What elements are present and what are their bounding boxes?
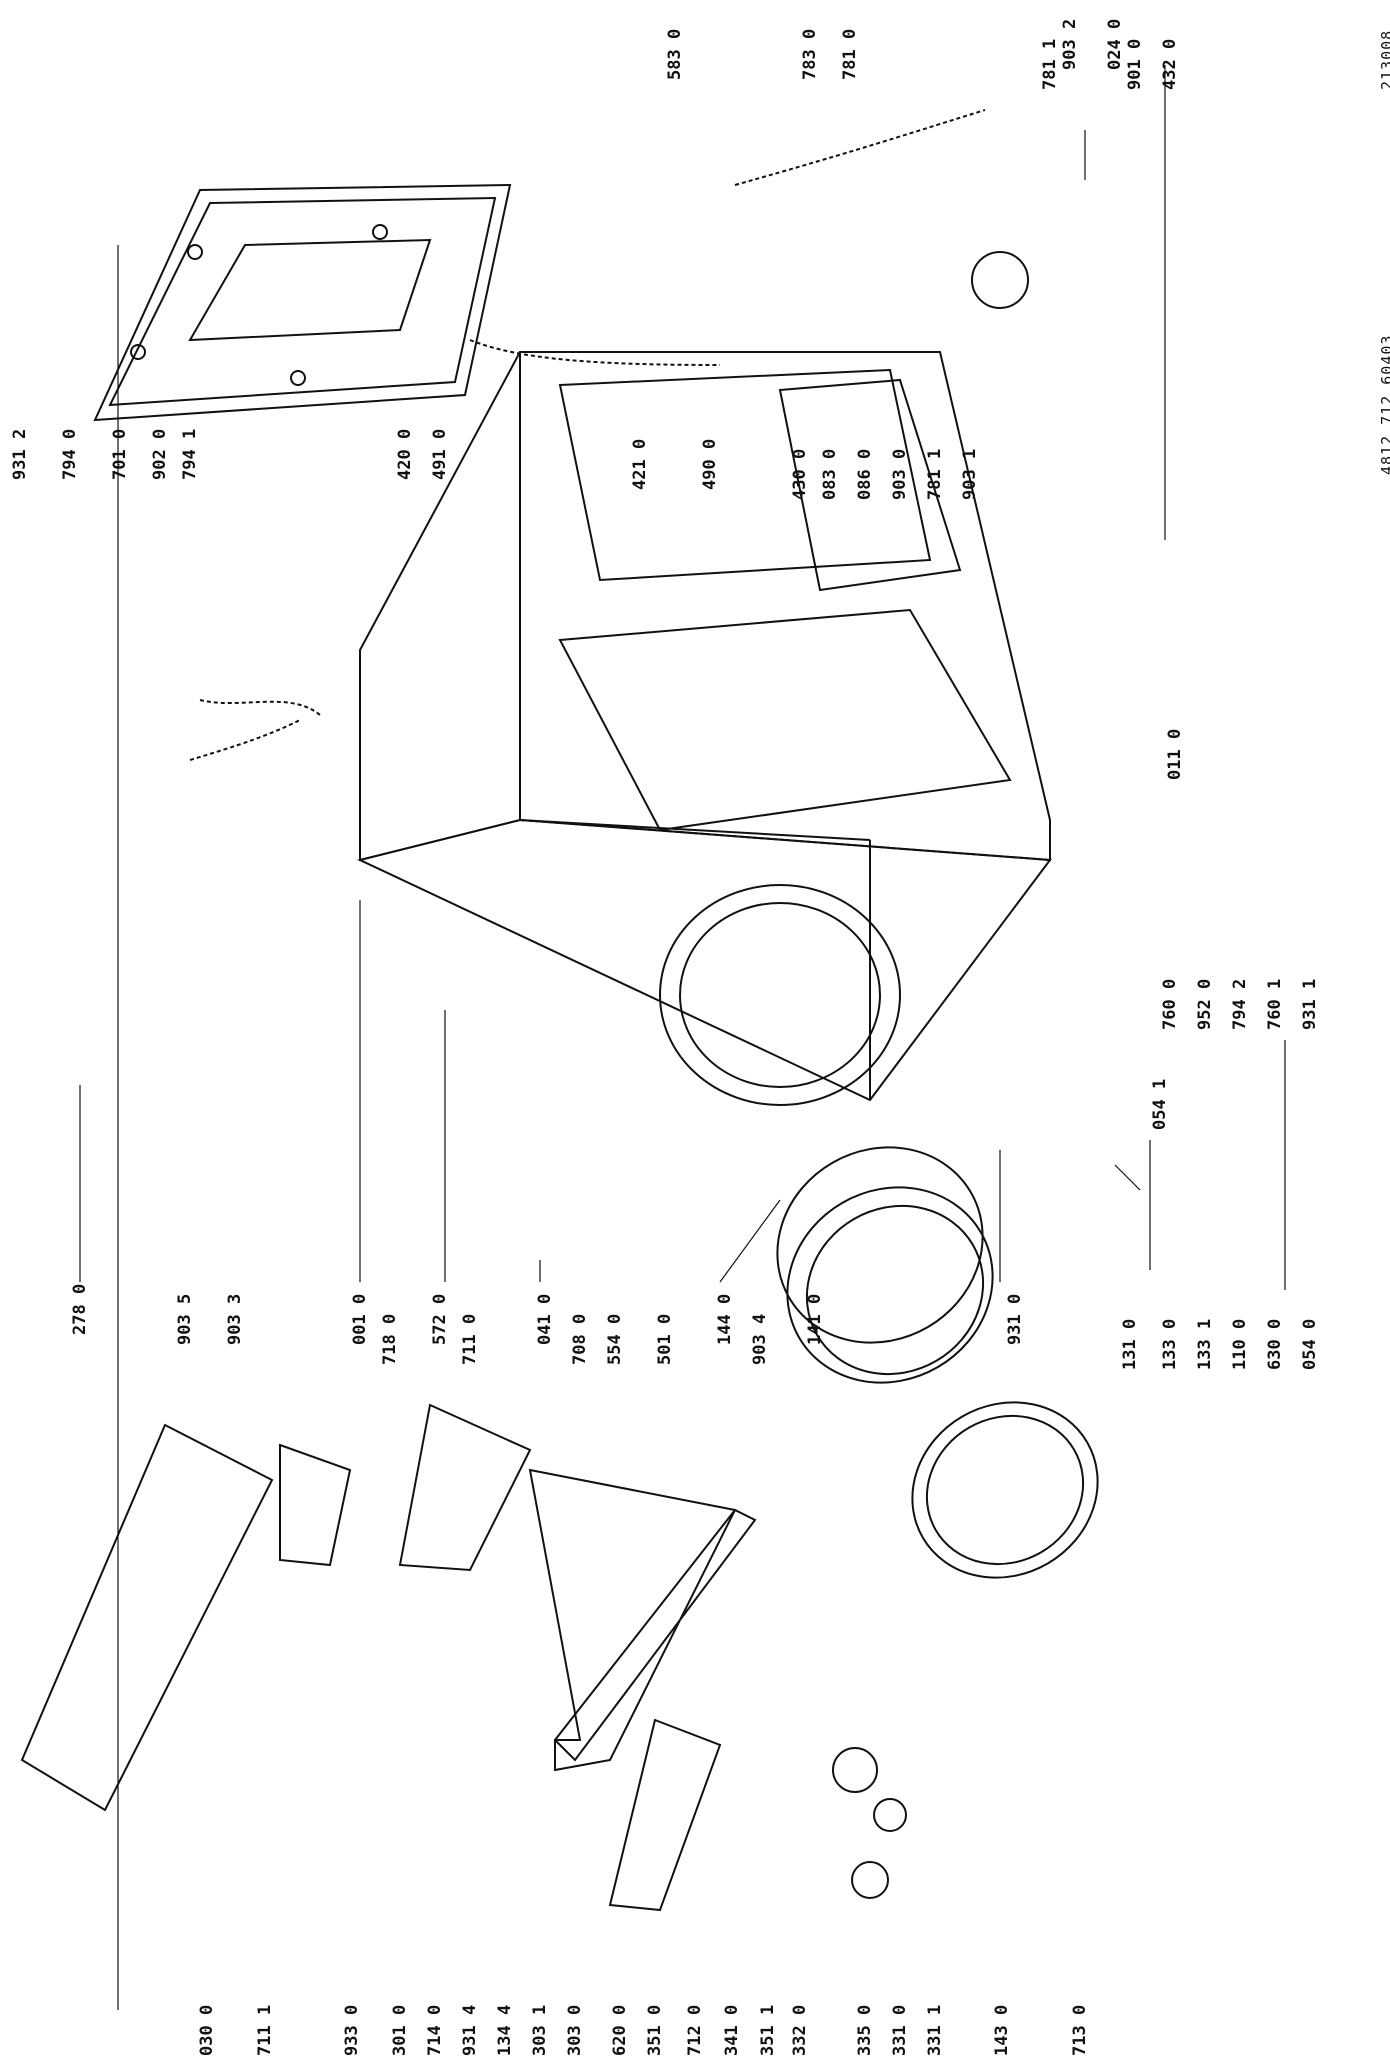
callout-712-0: 712 0 — [685, 2004, 705, 2056]
callout-711-1: 711 1 — [255, 2004, 275, 2056]
callout-902-0: 902 0 — [150, 428, 170, 480]
power-cord — [469, 339, 721, 366]
callout-760-1: 760 1 — [1265, 978, 1285, 1030]
dispenser-lid — [279, 1443, 352, 1567]
control-panel — [528, 1468, 737, 1772]
callout-301-0: 301 0 — [390, 2004, 410, 2056]
callout-054-1: 054 1 — [1150, 1078, 1170, 1130]
callout-331-1: 331 1 — [925, 2004, 945, 2056]
callout-332-0: 332 0 — [790, 2004, 810, 2056]
callout-903-0: 903 0 — [890, 448, 910, 500]
callout-572-0: 572 0 — [430, 1293, 450, 1345]
callout-903-5: 903 5 — [175, 1293, 195, 1345]
part-number: 4812 712 60403 — [1378, 334, 1390, 475]
callout-303-0: 303 0 — [565, 2004, 585, 2056]
callout-931-2: 931 2 — [10, 428, 30, 480]
callout-144-0: 144 0 — [715, 1293, 735, 1345]
knob-1 — [832, 1747, 878, 1793]
callout-490-0: 490 0 — [700, 438, 720, 490]
knob-2 — [873, 1798, 907, 1832]
door-rings — [776, 1146, 1099, 1579]
callout-420-0: 420 0 — [395, 428, 415, 480]
callout-794-2: 794 2 — [1230, 978, 1250, 1030]
callout-903-1: 903 1 — [960, 448, 980, 500]
callout-794-0: 794 0 — [60, 428, 80, 480]
worktop-panel — [20, 1423, 274, 1812]
callout-903-4: 903 4 — [750, 1313, 770, 1365]
callout-054-0: 054 0 — [1300, 1318, 1320, 1370]
callout-933-0: 933 0 — [342, 2004, 362, 2056]
callout-901-0: 901 0 — [1125, 38, 1145, 90]
cabinet-back-panels — [558, 368, 962, 592]
callout-278-0: 278 0 — [70, 1283, 90, 1335]
dispenser-housing — [398, 1403, 532, 1572]
callout-421-0: 421 0 — [630, 438, 650, 490]
callout-952-0: 952 0 — [1195, 978, 1215, 1030]
callout-133-1: 133 1 — [1195, 1318, 1215, 1370]
callout-303-1: 303 1 — [530, 2004, 550, 2056]
callout-711-0: 711 0 — [460, 1313, 480, 1365]
detergent-drawer — [608, 1718, 722, 1912]
callout-708-0: 708 0 — [570, 1313, 590, 1365]
callout-620-0: 620 0 — [610, 2004, 630, 2056]
callout-110-0: 110 0 — [1230, 1318, 1250, 1370]
callout-001-0: 001 0 — [350, 1293, 370, 1345]
callout-030-0: 030 0 — [197, 2004, 217, 2056]
callout-794-1: 794 1 — [180, 428, 200, 480]
callout-701-0: 701 0 — [110, 428, 130, 480]
callout-714-0: 714 0 — [425, 2004, 445, 2056]
callout-931-1: 931 1 — [1300, 978, 1320, 1030]
callout-432-0: 432 0 — [1160, 38, 1180, 90]
callout-024-0: 024 0 — [1105, 18, 1125, 70]
top-cover — [93, 183, 512, 422]
callout-351-0: 351 0 — [645, 2004, 665, 2056]
callout-713-0: 713 0 — [1070, 2004, 1090, 2056]
callout-086-0: 086 0 — [855, 448, 875, 500]
callout-331-0: 331 0 — [890, 2004, 910, 2056]
callout-041-0: 041 0 — [535, 1293, 555, 1345]
callout-335-0: 335 0 — [855, 2004, 875, 2056]
fill-hose — [189, 719, 301, 761]
callout-783-0: 783 0 — [800, 28, 820, 80]
callout-760-0: 760 0 — [1160, 978, 1180, 1030]
callout-341-0: 341 0 — [722, 2004, 742, 2056]
callout-083-0: 083 0 — [820, 448, 840, 500]
cabinet — [357, 351, 1052, 1106]
callout-781-1: 781 1 — [925, 448, 945, 500]
callout-351-1: 351 1 — [758, 2004, 778, 2056]
callout-630-0: 630 0 — [1265, 1318, 1285, 1370]
pump — [971, 251, 1029, 309]
callout-583-0: 583 0 — [665, 28, 685, 80]
document-code: 213008 — [1378, 29, 1390, 90]
leader-lines — [79, 65, 1286, 2010]
drain-hose — [734, 109, 986, 186]
callout-931-4: 931 4 — [460, 2004, 480, 2056]
callout-143-0: 143 0 — [992, 2004, 1012, 2056]
callout-903-3: 903 3 — [225, 1293, 245, 1345]
callout-134-4: 134 4 — [495, 2004, 515, 2056]
callout-133-0: 133 0 — [1160, 1318, 1180, 1370]
callout-718-0: 718 0 — [380, 1313, 400, 1365]
callout-131-0: 131 0 — [1120, 1318, 1140, 1370]
callout-491-0: 491 0 — [430, 428, 450, 480]
callout-781-1-top: 781 1 — [1040, 38, 1060, 90]
callout-781-0: 781 0 — [840, 28, 860, 80]
callout-903-2: 903 2 — [1060, 18, 1080, 70]
callout-141-0: 141 0 — [805, 1293, 825, 1345]
knob-3 — [851, 1861, 889, 1899]
callout-554-0: 554 0 — [605, 1313, 625, 1365]
inlet-hose — [199, 699, 321, 716]
callout-011-0: 011 0 — [1165, 728, 1185, 780]
callout-501-0: 501 0 — [655, 1313, 675, 1365]
callout-931-0: 931 0 — [1005, 1293, 1025, 1345]
callout-430-0: 430 0 — [790, 448, 810, 500]
